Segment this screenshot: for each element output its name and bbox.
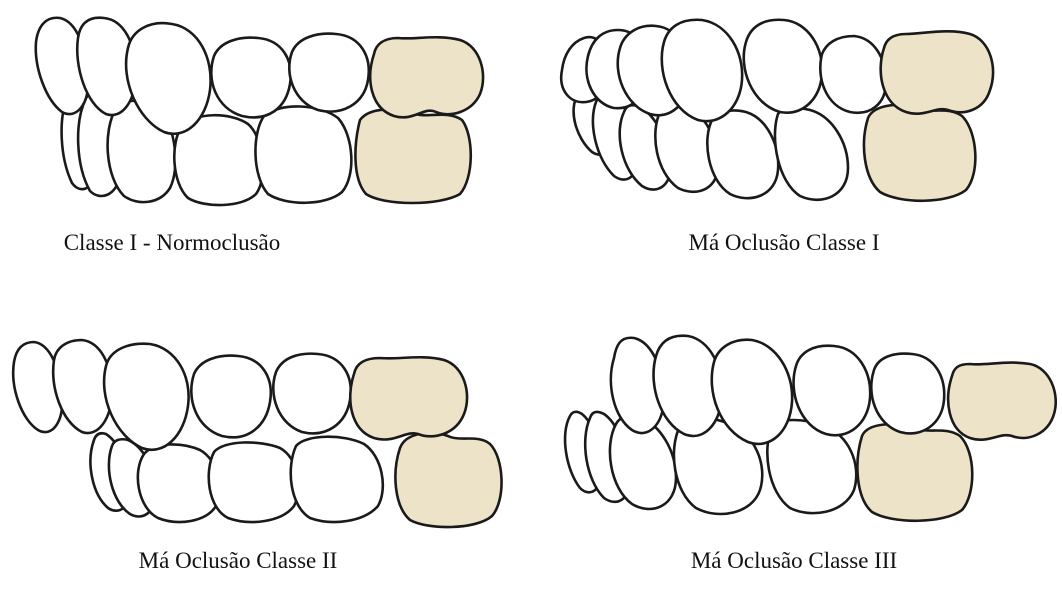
teeth-diagram-ma-oclusao-classe-iii: [556, 322, 1056, 532]
lower-molar: [395, 433, 501, 527]
caption-ma-oclusao-classe-iii: Má Oclusão Classe III: [544, 548, 1044, 574]
lower-molar: [355, 109, 470, 203]
panel-classe-i-normoclusao: Classe I - Normoclusão: [20, 8, 500, 278]
upper-molar: [370, 37, 483, 117]
panel-ma-oclusao-classe-i: Má Oclusão Classe I: [552, 8, 1032, 278]
panel-ma-oclusao-classe-ii: Má Oclusão Classe II: [8, 322, 508, 592]
upper-molar: [350, 357, 467, 439]
teeth-diagram-ma-oclusao-classe-ii: [8, 322, 508, 532]
upper-molar: [948, 363, 1056, 440]
upper-tooth: [191, 356, 270, 438]
lower-tooth: [255, 106, 351, 202]
caption-ma-oclusao-classe-ii: Má Oclusão Classe II: [0, 548, 488, 574]
caption-classe-i-normoclusao: Classe I - Normoclusão: [0, 230, 412, 256]
lower-tooth: [291, 437, 383, 522]
lower-tooth: [138, 444, 220, 522]
caption-ma-oclusao-classe-i: Má Oclusão Classe I: [544, 230, 1024, 256]
upper-tooth: [871, 354, 944, 434]
lower-molar: [864, 105, 975, 201]
teeth-diagram-classe-i-normoclusao: [20, 8, 500, 218]
upper-tooth: [104, 344, 189, 450]
upper-tooth: [273, 354, 350, 434]
lower-tooth: [209, 442, 299, 522]
upper-tooth: [744, 20, 822, 113]
lower-tooth: [707, 110, 778, 198]
upper-tooth: [211, 38, 290, 118]
upper-tooth: [289, 34, 368, 112]
upper-molar: [881, 31, 993, 113]
teeth-diagram-ma-oclusao-classe-i: [552, 8, 1032, 218]
upper-tooth: [820, 36, 886, 113]
panel-ma-oclusao-classe-iii: Má Oclusão Classe III: [556, 322, 1056, 592]
lower-tooth: [775, 108, 848, 200]
lower-molar: [857, 424, 972, 521]
